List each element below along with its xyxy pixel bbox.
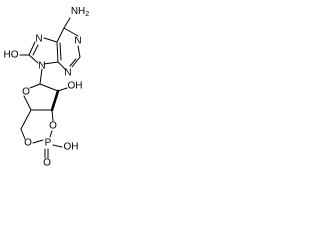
bond-c4p-c5p bbox=[20, 109, 32, 130]
bond-o3p-p bbox=[49, 130, 53, 138]
bond-c5p-o5p bbox=[20, 128, 26, 140]
bond-c2-n3-double bbox=[69, 58, 77, 67]
bond-c5-c6 bbox=[56, 27, 65, 43]
bond-n9-c1p bbox=[39, 68, 43, 85]
amino-group-label: NH2 bbox=[71, 6, 89, 18]
nitrogen-3-label: N bbox=[64, 68, 71, 79]
bond-o4p-c1p bbox=[29, 83, 41, 89]
nitrogen-9-label: N bbox=[38, 61, 45, 72]
bond-o5p-p bbox=[32, 139, 44, 144]
nitrogen-7-label: N bbox=[35, 34, 42, 45]
bond-lines bbox=[19, 17, 81, 159]
oxygen-3prime-label: O bbox=[49, 121, 57, 132]
bond-n7-c8-double bbox=[32, 44, 39, 56]
bond-c6-n1 bbox=[63, 27, 79, 37]
structural-formula: NH2 N N N N HO OH O O O P O OH bbox=[4, 6, 90, 169]
hydroxyl-2prime-label: OH bbox=[68, 81, 83, 92]
bond-n7-c8 bbox=[28, 41, 36, 56]
bond-n3-c4 bbox=[57, 61, 67, 71]
bond-c2p-c3p bbox=[50, 89, 60, 112]
ring-oxygen-label: O bbox=[22, 87, 30, 98]
bond-c1p-c2p bbox=[39, 83, 59, 92]
bond-c3p-o3p bbox=[51, 109, 54, 122]
bond-c4-c5-double bbox=[59, 42, 62, 61]
bond-c4p-o4p bbox=[23, 95, 32, 111]
oxygen-5prime-label: O bbox=[24, 138, 32, 149]
bond-c4-c5 bbox=[56, 41, 59, 63]
bond-c2-n3 bbox=[71, 56, 81, 68]
phosphate-hydroxyl-label: OH bbox=[64, 142, 79, 153]
bond-c5-n7 bbox=[43, 37, 58, 43]
atom-labels: NH2 N N N N HO OH O O O P O OH bbox=[4, 6, 90, 169]
phosphoryl-oxygen-label: O bbox=[43, 158, 51, 169]
hydroxyl-8-label: HO bbox=[4, 50, 19, 61]
bond-c8-n9 bbox=[28, 54, 39, 64]
bond-n9-c4 bbox=[43, 61, 59, 65]
bond-p-oh bbox=[52, 144, 63, 148]
bond-c2p-oh bbox=[57, 87, 68, 92]
nitrogen-1-label: N bbox=[74, 36, 81, 47]
bond-c6-nh2 bbox=[63, 17, 71, 29]
phosphorus-label: P bbox=[45, 138, 52, 149]
bond-n1-c2 bbox=[77, 45, 81, 58]
